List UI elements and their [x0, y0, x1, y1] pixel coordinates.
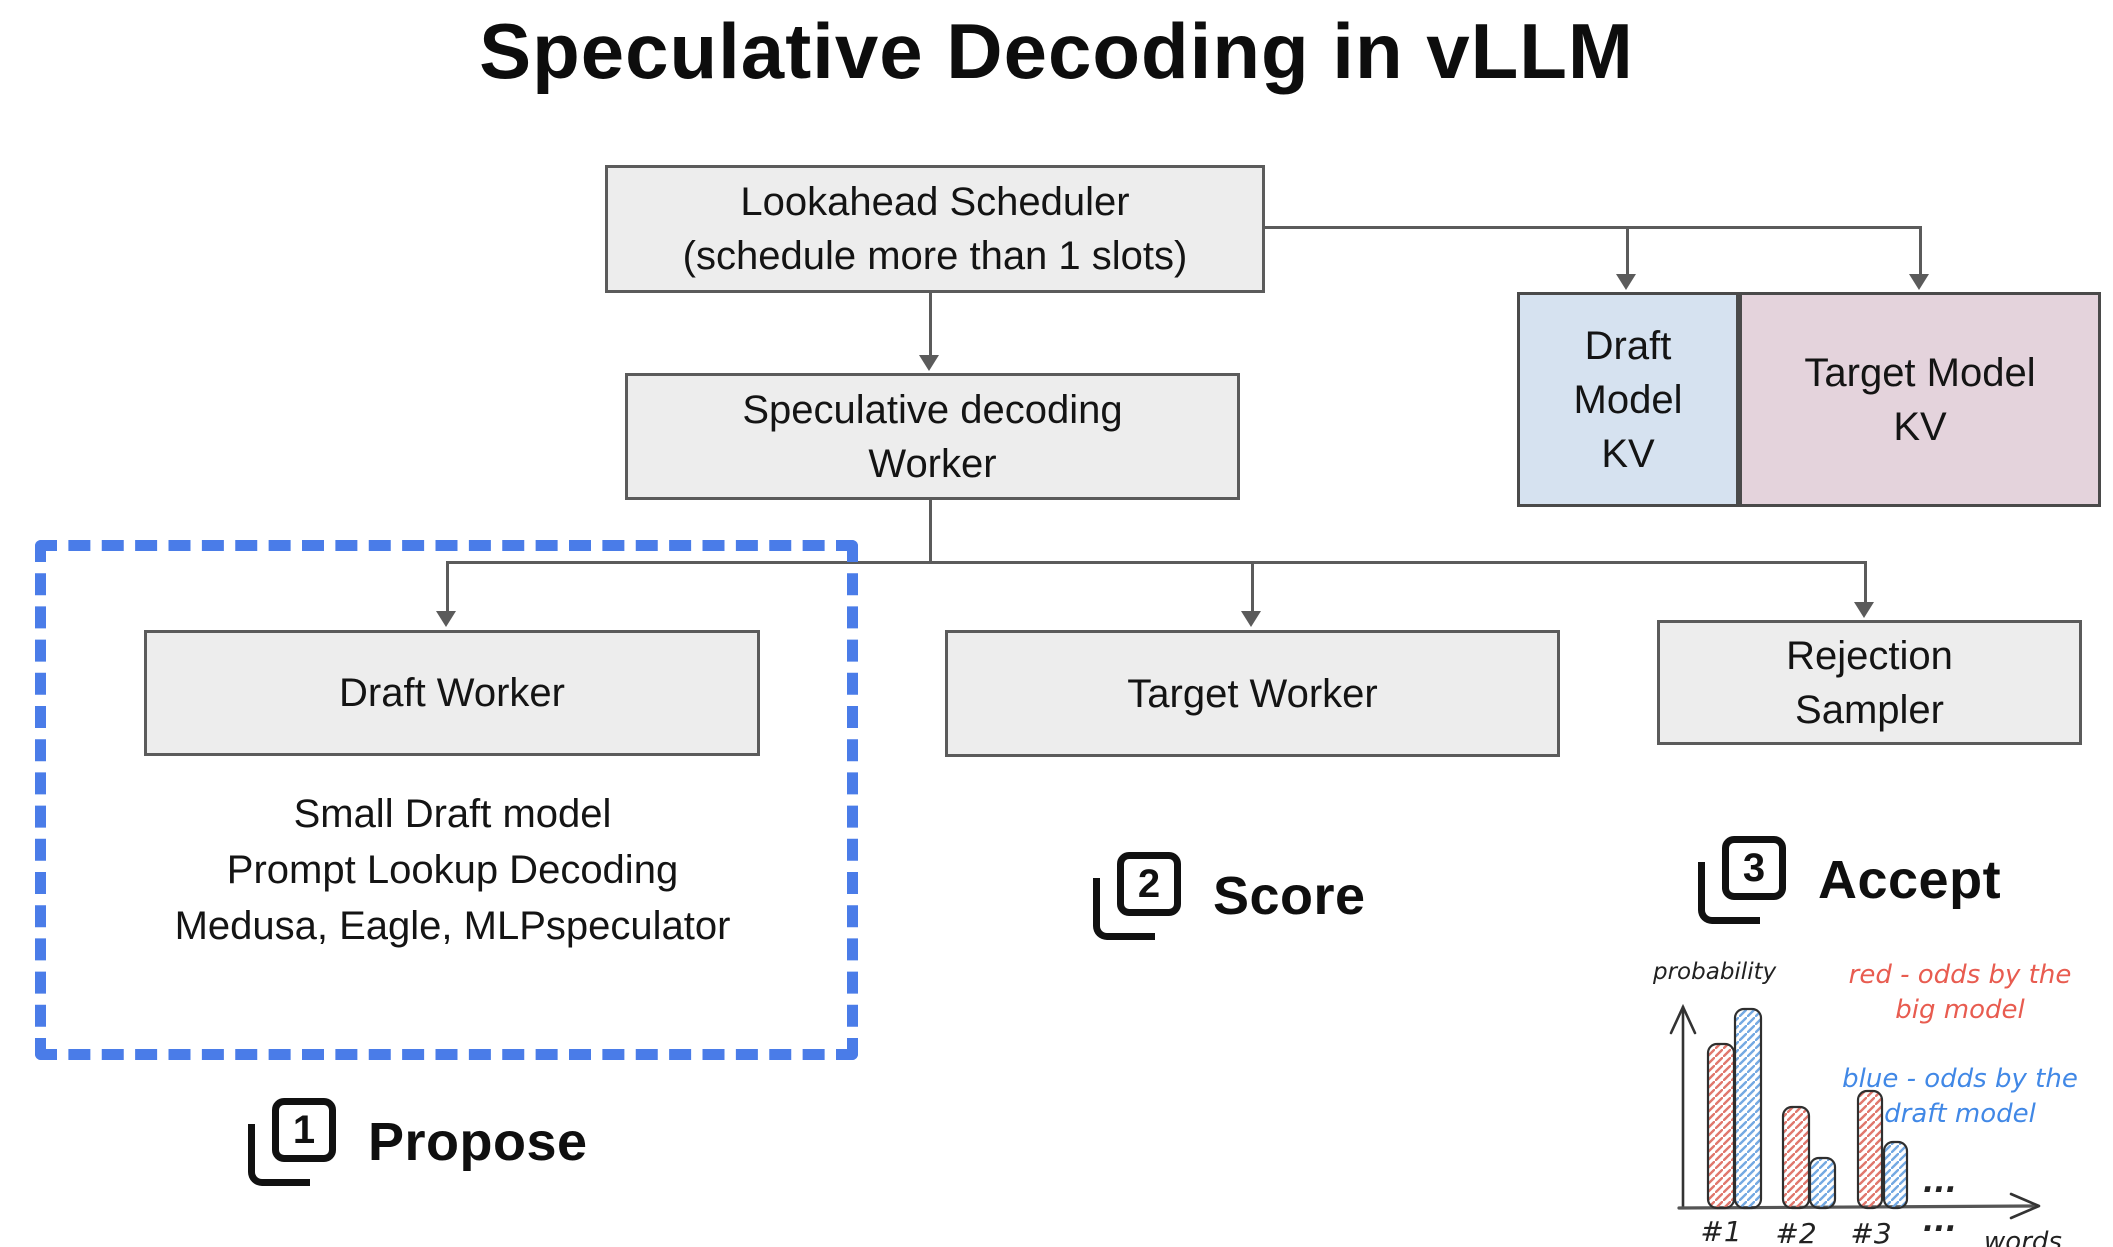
connector-worker-to-branch — [929, 500, 932, 564]
node-label: KV — [1893, 404, 1947, 449]
legend-line: draft model — [1884, 1099, 2036, 1130]
node-draft-model-kv: Draft Model KV — [1517, 292, 1739, 507]
connector-scheduler-to-kv — [1265, 226, 1922, 229]
bar-blue-3 — [1882, 1140, 1909, 1210]
legend-line: blue - odds by the — [1842, 1064, 2078, 1094]
step-number: 1 — [272, 1098, 336, 1162]
node-label: Worker — [868, 441, 997, 486]
connector-drop-draft-kv — [1626, 226, 1629, 276]
bar-blue-2 — [1808, 1156, 1837, 1210]
tick-label: #2 — [1775, 1217, 1816, 1247]
x-axis-label: words — [1984, 1227, 2062, 1247]
connector-branch — [447, 561, 1867, 564]
arrowhead-icon — [436, 611, 456, 627]
bar-red-1 — [1706, 1042, 1736, 1210]
bar-red-2 — [1781, 1105, 1811, 1210]
stacked-square-back — [1093, 878, 1155, 940]
y-axis-arrowhead-icon — [1669, 1003, 1697, 1035]
step-propose: 1 Propose — [248, 1098, 588, 1186]
node-label: Model — [1573, 377, 1683, 422]
node-lookahead-scheduler: Lookahead Scheduler (schedule more than … — [605, 165, 1265, 293]
arrowhead-icon — [919, 355, 939, 371]
step-number: 2 — [1117, 852, 1181, 916]
node-label: KV — [1601, 431, 1655, 476]
bar-red-3 — [1856, 1089, 1884, 1210]
stacked-square-back — [248, 1124, 310, 1186]
connector-drop-draft-worker — [446, 561, 449, 613]
tick-label: #1 — [1700, 1215, 1741, 1247]
node-rejection-sampler: Rejection Sampler — [1657, 620, 2082, 745]
draft-methods-text: Small Draft model Prompt Lookup Decoding… — [80, 786, 825, 954]
y-axis-label: probability — [1652, 959, 1777, 985]
x-axis — [1677, 1204, 2037, 1210]
node-label: Lookahead Scheduler — [740, 180, 1130, 224]
step-number: 3 — [1722, 836, 1786, 900]
draft-methods-line: Prompt Lookup Decoding — [226, 848, 679, 892]
node-label: Target Model — [1804, 350, 2036, 395]
page-title: Speculative Decoding in vLLM — [479, 7, 1634, 95]
step-label: Propose — [368, 1112, 588, 1172]
node-target-model-kv: Target Model KV — [1739, 292, 2101, 507]
filter-1-icon: 1 — [248, 1098, 336, 1186]
connector-scheduler-to-worker — [929, 293, 932, 357]
legend-line: big model — [1895, 995, 2025, 1026]
chart-legend-red: red - odds by the big model — [1795, 958, 2113, 1028]
node-speculative-decoding-worker: Speculative decoding Worker — [625, 373, 1240, 500]
x-axis-arrowhead-icon — [2009, 1192, 2041, 1220]
connector-drop-target-kv — [1919, 226, 1922, 276]
propose-dashed-region — [35, 540, 858, 1060]
node-label: Draft Worker — [339, 671, 565, 715]
ellipsis-label: ... — [1923, 1204, 1957, 1239]
arrowhead-icon — [1854, 602, 1874, 618]
arrowhead-icon — [1909, 274, 1929, 290]
ellipsis-label: ... — [1923, 1165, 1957, 1200]
bar-blue-1 — [1733, 1007, 1763, 1210]
draft-methods-line: Medusa, Eagle, MLPspeculator — [174, 904, 731, 948]
filter-3-icon: 3 — [1698, 836, 1786, 924]
draft-methods-line: Small Draft model — [293, 792, 612, 836]
stacked-square-back — [1698, 862, 1760, 924]
step-label: Accept — [1818, 850, 2002, 910]
step-label: Score — [1213, 866, 1366, 926]
connector-drop-rejection-sampler — [1864, 561, 1867, 605]
node-label: Target Worker — [1127, 671, 1378, 716]
chart-legend-blue: blue - odds by the draft model — [1795, 1062, 2113, 1132]
node-draft-worker: Draft Worker — [144, 630, 760, 756]
connector-drop-target-worker — [1251, 561, 1254, 613]
arrowhead-icon — [1616, 274, 1636, 290]
probability-bar-chart: probability #1 #2 #3 ... ... words — [1652, 959, 2062, 1247]
step-score: 2 Score — [1093, 852, 1366, 940]
node-label: Rejection — [1786, 633, 1953, 678]
tick-label: #3 — [1850, 1217, 1891, 1247]
node-target-worker: Target Worker — [945, 630, 1560, 757]
arrowhead-icon — [1241, 611, 1261, 627]
filter-2-icon: 2 — [1093, 852, 1181, 940]
step-accept: 3 Accept — [1698, 836, 2001, 924]
node-label: Draft — [1584, 323, 1672, 368]
node-label: Sampler — [1795, 687, 1944, 732]
node-label: Speculative decoding — [742, 387, 1123, 432]
node-label: (schedule more than 1 slots) — [682, 234, 1188, 278]
legend-line: red - odds by the — [1848, 960, 2072, 990]
